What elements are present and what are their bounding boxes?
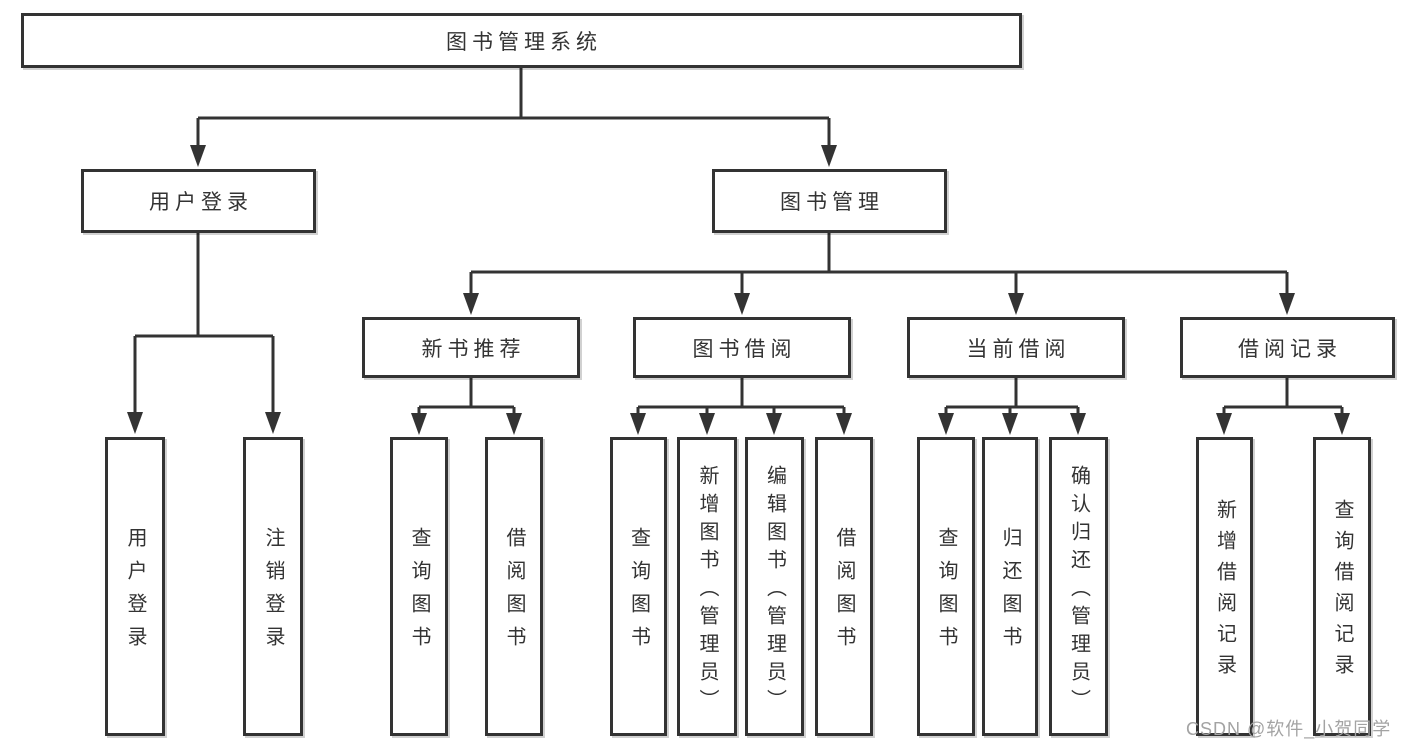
node-book-borrowing: 图书借阅	[633, 317, 851, 378]
node-label: 借阅记录	[1238, 337, 1342, 361]
leaf-query-book-borrowing: 查询图书	[610, 437, 667, 736]
node-label: 确认归还（管理员）	[1067, 464, 1090, 717]
node-label: 用户登录	[124, 527, 146, 659]
node-label: 注销登录	[262, 527, 284, 659]
leaf-logout-login: 注销登录	[243, 437, 303, 736]
node-current-borrowing: 当前借阅	[907, 317, 1125, 378]
node-label: 借阅图书	[833, 527, 855, 659]
node-library-management-system: 图书管理系统	[21, 13, 1022, 68]
node-label: 查询图书	[408, 527, 430, 659]
csdn-watermark: CSDN @软件_小贺同学	[1186, 719, 1392, 739]
connector-segments	[133, 68, 1344, 415]
node-label: 查询图书	[935, 527, 957, 659]
leaf-confirm-return-admin: 确认归还（管理员）	[1049, 437, 1108, 736]
node-label: 查询借阅记录	[1331, 499, 1353, 685]
node-label: 图书管理系统	[446, 30, 602, 54]
node-label: 归还图书	[999, 527, 1021, 659]
leaf-user-login: 用户登录	[105, 437, 165, 736]
leaf-add-book-admin: 新增图书（管理员）	[677, 437, 737, 736]
leaf-query-borrow-record: 查询借阅记录	[1313, 437, 1371, 736]
node-borrowing-records: 借阅记录	[1180, 317, 1395, 378]
node-label: 编辑图书（管理员）	[763, 464, 786, 717]
node-label: 图书管理	[780, 191, 884, 214]
leaf-borrow-book-borrowing: 借阅图书	[815, 437, 873, 736]
node-label: 用户登录	[149, 191, 253, 214]
node-label: 新增借阅记录	[1213, 499, 1236, 685]
node-label: 图书借阅	[692, 337, 797, 361]
node-label: 借阅图书	[503, 527, 525, 659]
leaf-borrow-book-recommend: 借阅图书	[485, 437, 543, 736]
node-label: 新增图书（管理员）	[696, 464, 718, 717]
leaf-query-book-current: 查询图书	[917, 437, 975, 736]
node-label: 查询图书	[627, 527, 650, 659]
arrowheads	[127, 145, 1350, 435]
leaf-edit-book-admin: 编辑图书（管理员）	[745, 437, 804, 736]
leaf-return-book: 归还图书	[982, 437, 1038, 736]
leaf-query-book-recommend: 查询图书	[390, 437, 448, 736]
node-book-management: 图书管理	[712, 169, 947, 233]
node-label: 新书推荐	[421, 337, 526, 361]
node-user-login: 用户登录	[81, 169, 316, 233]
leaf-add-borrow-record: 新增借阅记录	[1196, 437, 1253, 736]
node-new-book-recommend: 新书推荐	[362, 317, 580, 378]
node-label: 当前借阅	[966, 337, 1071, 361]
